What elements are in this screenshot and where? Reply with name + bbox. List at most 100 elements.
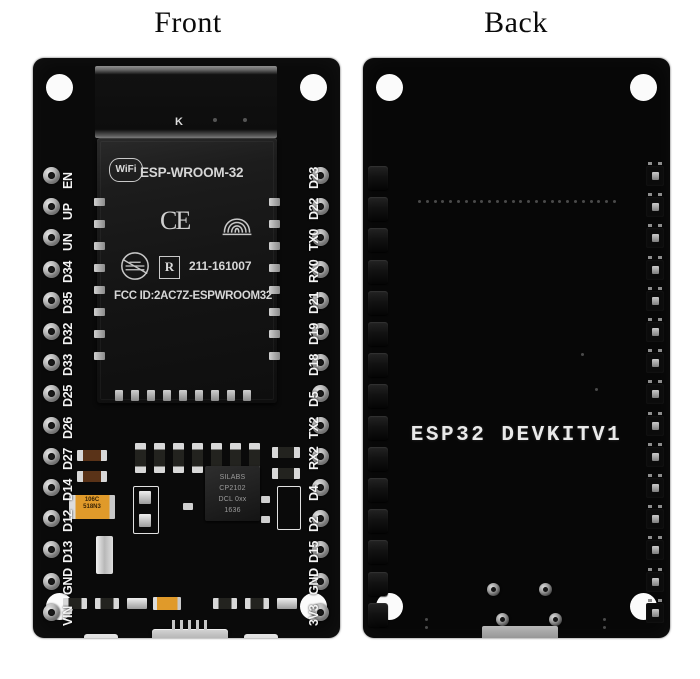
- back-pad-tick: [648, 193, 652, 197]
- micro-usb-connector[interactable]: [152, 620, 228, 638]
- pcb-antenna-region: [95, 66, 277, 138]
- pcb-speckle: [605, 200, 609, 203]
- back-pad-solder: [652, 577, 659, 586]
- pcb-speckle: [457, 200, 460, 203]
- back-pad-solder: [652, 452, 659, 461]
- pin-label-d22: D22: [307, 198, 321, 221]
- via: [539, 583, 552, 596]
- pcb-speckle: [488, 200, 492, 203]
- pin-pad-d26[interactable]: [43, 416, 60, 434]
- pin-hole: [48, 359, 55, 367]
- back-header-shroud: [368, 571, 388, 596]
- pin-pad-tx2[interactable]: [312, 416, 329, 434]
- en-button[interactable]: [84, 634, 118, 638]
- pin-pad-d21[interactable]: [312, 291, 329, 309]
- back-solder-pad: [646, 255, 664, 280]
- pin-pad-d34[interactable]: [43, 260, 60, 278]
- pin-label-d4: D4: [307, 485, 321, 501]
- pin-pad-gnd[interactable]: [312, 572, 329, 590]
- pin-label-tx0: TX0: [307, 229, 321, 252]
- pin-hole: [317, 452, 324, 460]
- pin-label-d5: D5: [307, 392, 321, 408]
- back-pad-tick: [658, 536, 662, 540]
- pin-pad-d35[interactable]: [43, 291, 60, 309]
- pin-pad-d2[interactable]: [312, 510, 329, 528]
- pcb-speckle: [464, 200, 468, 203]
- pin-pad-up[interactable]: [43, 198, 60, 216]
- back-pad-tick: [648, 224, 652, 228]
- back-header-shroud: [368, 290, 388, 315]
- solder-mask-dot-row: [418, 200, 618, 206]
- pin-pad-d23[interactable]: [312, 167, 329, 184]
- pcb-speckle: [589, 200, 593, 203]
- back-pad-solder: [652, 484, 659, 492]
- back-pad-tick: [648, 318, 652, 321]
- pin-pad-rx0[interactable]: [312, 260, 329, 278]
- pin-label-d18: D18: [307, 354, 321, 377]
- pin-pad-gnd[interactable]: [43, 572, 60, 590]
- pin-pad-un[interactable]: [43, 229, 60, 247]
- back-header-shroud: [368, 259, 388, 284]
- pin-hole: [317, 608, 324, 616]
- pin-pad-d14[interactable]: [43, 479, 60, 496]
- pin-hole: [48, 515, 55, 523]
- pin-hole: [48, 452, 55, 460]
- pin-pad-d22[interactable]: [312, 198, 329, 216]
- pin-pad-d12[interactable]: [43, 510, 60, 528]
- pin-label-tx2: TX2: [307, 416, 321, 439]
- pin-pad-d15[interactable]: [312, 541, 329, 559]
- back-pad-tick: [658, 286, 662, 290]
- pin-label-d33: D33: [61, 354, 75, 377]
- pin-pad-d27[interactable]: [43, 447, 60, 465]
- pin-hole: [317, 265, 324, 273]
- pin-hole: [317, 234, 324, 242]
- pcb-speckle: [558, 200, 562, 203]
- back-pad-tick: [658, 598, 662, 602]
- right-pin-header[interactable]: [308, 58, 334, 638]
- back-pad-tick: [658, 474, 662, 477]
- back-pad-tick: [648, 286, 652, 290]
- pin-pad-d33[interactable]: [43, 354, 60, 372]
- pin-label-up: UP: [61, 203, 75, 221]
- pin-hole: [48, 328, 55, 335]
- back-pad-tick: [648, 536, 652, 540]
- pin-hole: [317, 390, 324, 398]
- back-solder-pad: [646, 286, 664, 311]
- pin-pad-d32[interactable]: [43, 323, 60, 340]
- pin-pad-d5[interactable]: [312, 385, 329, 403]
- pin-pad-d19[interactable]: [312, 323, 329, 340]
- ic-line-2: CP2102: [219, 485, 246, 492]
- pin-pad-d13[interactable]: [43, 541, 60, 559]
- pcb-speckle: [574, 200, 577, 203]
- pin-hole: [48, 577, 55, 585]
- pin-hole: [48, 546, 55, 554]
- pin-hole: [48, 421, 55, 429]
- back-pad-tick: [658, 411, 662, 415]
- module-fcc-id: FCC ID:2AC7Z-ESPWROOM32: [114, 290, 272, 302]
- back-silkscreen-text: ESP32 DEVKITV1: [410, 424, 623, 447]
- back-pad-solder: [652, 390, 659, 399]
- pcb-speckle: [480, 200, 484, 203]
- pcb-speckle: [433, 200, 437, 203]
- pin-label-d21: D21: [307, 291, 321, 314]
- back-header-shroud: [368, 228, 388, 253]
- back-pad-tick: [648, 474, 652, 477]
- pcb-speckle: [503, 200, 507, 203]
- pin-pad-d18[interactable]: [312, 354, 329, 372]
- pin-hole: [317, 328, 324, 335]
- pin-pad-d25[interactable]: [43, 385, 60, 403]
- back-pad-tick: [648, 255, 652, 259]
- pin-pad-en[interactable]: [43, 167, 60, 184]
- pin-hole: [48, 172, 55, 179]
- module-part-name: ESP-WROOM-32: [140, 165, 244, 180]
- boot-button[interactable]: [244, 634, 278, 638]
- pin-pad-tx0[interactable]: [312, 229, 329, 247]
- pin-pad-d4[interactable]: [312, 479, 329, 496]
- pin-pad-rx2[interactable]: [312, 447, 329, 465]
- back-header-shroud: [368, 353, 388, 378]
- pin-pad-vin[interactable]: [43, 603, 60, 621]
- pin-pad-3v3[interactable]: [312, 603, 329, 621]
- back-solder-pad: [646, 193, 664, 218]
- left-pin-header[interactable]: [39, 58, 65, 638]
